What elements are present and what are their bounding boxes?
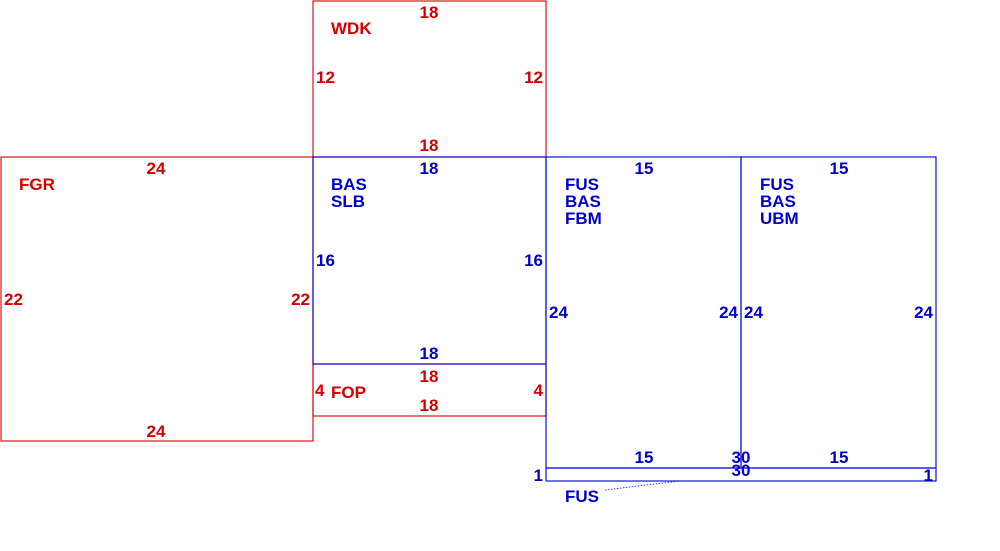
fus-strip-right-dimension: 1 xyxy=(924,466,933,485)
fus-ubm-area-name-line3: UBM xyxy=(760,209,799,228)
fus-ubm-right-dimension: 24 xyxy=(914,303,933,322)
fgr-area-name: FGR xyxy=(19,175,55,194)
fgr-bottom-dimension: 24 xyxy=(147,422,166,441)
bas-slb-area-name-line2: SLB xyxy=(331,192,365,211)
fop-bottom-dimension: 18 xyxy=(420,396,439,415)
bas-slb-area-name-line1: BAS xyxy=(331,175,367,194)
fus-ubm-area-name-line2: BAS xyxy=(760,192,796,211)
fus-fbm-area-name-line1: FUS xyxy=(565,175,599,194)
fgr-top-dimension: 24 xyxy=(147,159,166,178)
fgr-left-dimension: 22 xyxy=(4,290,23,309)
fus-ubm-top-dimension: 15 xyxy=(830,159,849,178)
fgr-area-outline xyxy=(0,156,314,442)
bas-slb-right-dimension: 16 xyxy=(524,251,543,270)
wdk-area-name: WDK xyxy=(331,19,372,38)
fop-left-dimension: 4 xyxy=(315,381,325,400)
fus-strip-left-dimension: 1 xyxy=(534,466,543,485)
bas-slb-left-dimension: 16 xyxy=(316,251,335,270)
bas-slb-bottom-dimension: 18 xyxy=(420,344,439,363)
fop-top-dimension: 18 xyxy=(420,367,439,386)
wdk-bottom-dimension: 18 xyxy=(420,136,439,155)
fus-strip-top-dimension: 30 xyxy=(732,448,751,467)
bas-slb-top-dimension: 18 xyxy=(420,159,439,178)
fus-ubm-area-name-line1: FUS xyxy=(760,175,794,194)
fus-fbm-left-dimension: 24 xyxy=(549,303,568,322)
fop-area-name: FOP xyxy=(331,383,366,402)
wdk-top-dimension: 18 xyxy=(420,3,439,22)
fgr-right-dimension: 22 xyxy=(291,290,310,309)
fus-strip-area-outline xyxy=(545,467,937,482)
fus-strip-area-name: FUS xyxy=(565,487,599,506)
fus-fbm-bottom-dimension: 15 xyxy=(635,448,654,467)
fus-fbm-area-name-line2: BAS xyxy=(565,192,601,211)
fop-right-dimension: 4 xyxy=(534,381,544,400)
fus-leader-line xyxy=(604,480,681,491)
fus-strip-bottom-dimension: 30 xyxy=(732,461,751,480)
wdk-right-dimension: 12 xyxy=(524,68,543,87)
wdk-left-dimension: 12 xyxy=(316,68,335,87)
fus-fbm-top-dimension: 15 xyxy=(635,159,654,178)
fus-ubm-bottom-dimension: 15 xyxy=(830,448,849,467)
fus-fbm-area-name-line3: FBM xyxy=(565,209,602,228)
fus-fbm-right-dimension: 24 xyxy=(719,303,738,322)
fus-ubm-left-dimension: 24 xyxy=(744,303,763,322)
